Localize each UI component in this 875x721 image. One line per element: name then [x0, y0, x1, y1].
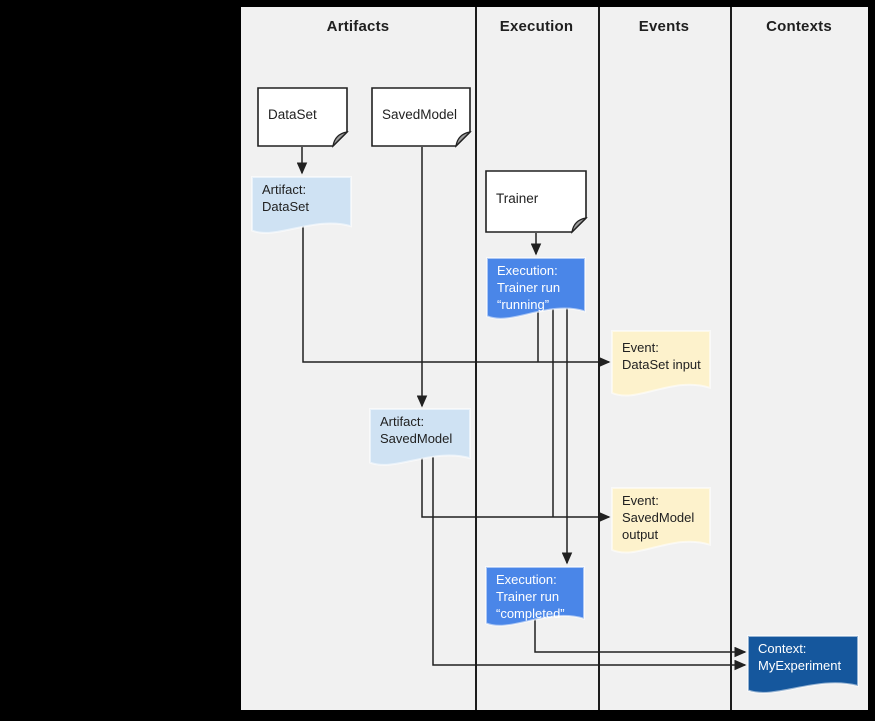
column-divider-2 [598, 7, 600, 710]
event-savedmodel-output-text: Event: SavedModel output [622, 493, 695, 542]
artifact-savedmodel-node: Artifact: SavedModel [369, 408, 471, 467]
trainer-card: Trainer [485, 170, 588, 234]
event-dataset-input-text: Event: DataSet input [622, 340, 701, 372]
connector-edges [296, 147, 747, 671]
column-header-events: Events [638, 18, 690, 35]
execution-completed-text: Execution: Trainer run “completed” [496, 572, 565, 621]
event-dataset-input-node: Event: DataSet input [611, 330, 711, 398]
dataset-label: DataSet [268, 106, 317, 122]
execution-running-text: Execution: Trainer run “running” [497, 263, 561, 312]
execution-completed-node: Execution: Trainer run “completed” [485, 566, 585, 628]
column-divider-3 [730, 7, 732, 710]
column-header-execution: Execution [499, 18, 574, 35]
dataset-card: DataSet [257, 87, 349, 148]
event-savedmodel-output-node: Event: SavedModel output [611, 487, 711, 555]
edge-artifactsavedmodel-to-event2 [421, 457, 611, 523]
savedmodel-card: SavedModel [371, 87, 472, 148]
column-header-contexts: Contexts [766, 18, 832, 35]
edge-artifactsavedmodel-to-context [432, 457, 747, 671]
edge-artifactdataset-to-event1 [302, 225, 611, 368]
column-header-artifacts: Artifacts [326, 18, 390, 35]
context-myexperiment-text: Context: MyExperiment [758, 641, 842, 673]
execution-running-node: Execution: Trainer run “running” [486, 257, 586, 321]
artifact-dataset-node: Artifact: DataSet [251, 176, 352, 235]
artifact-savedmodel-text: Artifact: SavedModel [380, 414, 453, 446]
context-myexperiment-node: Context: MyExperiment [747, 635, 859, 695]
column-divider-1 [475, 7, 477, 710]
diagram-panel: Artifacts Execution Events Contexts Data… [241, 7, 868, 710]
savedmodel-label: SavedModel [382, 106, 458, 122]
edge-completed-to-context [534, 615, 747, 658]
trainer-label: Trainer [496, 191, 539, 206]
artifact-dataset-text: Artifact: DataSet [262, 182, 309, 214]
